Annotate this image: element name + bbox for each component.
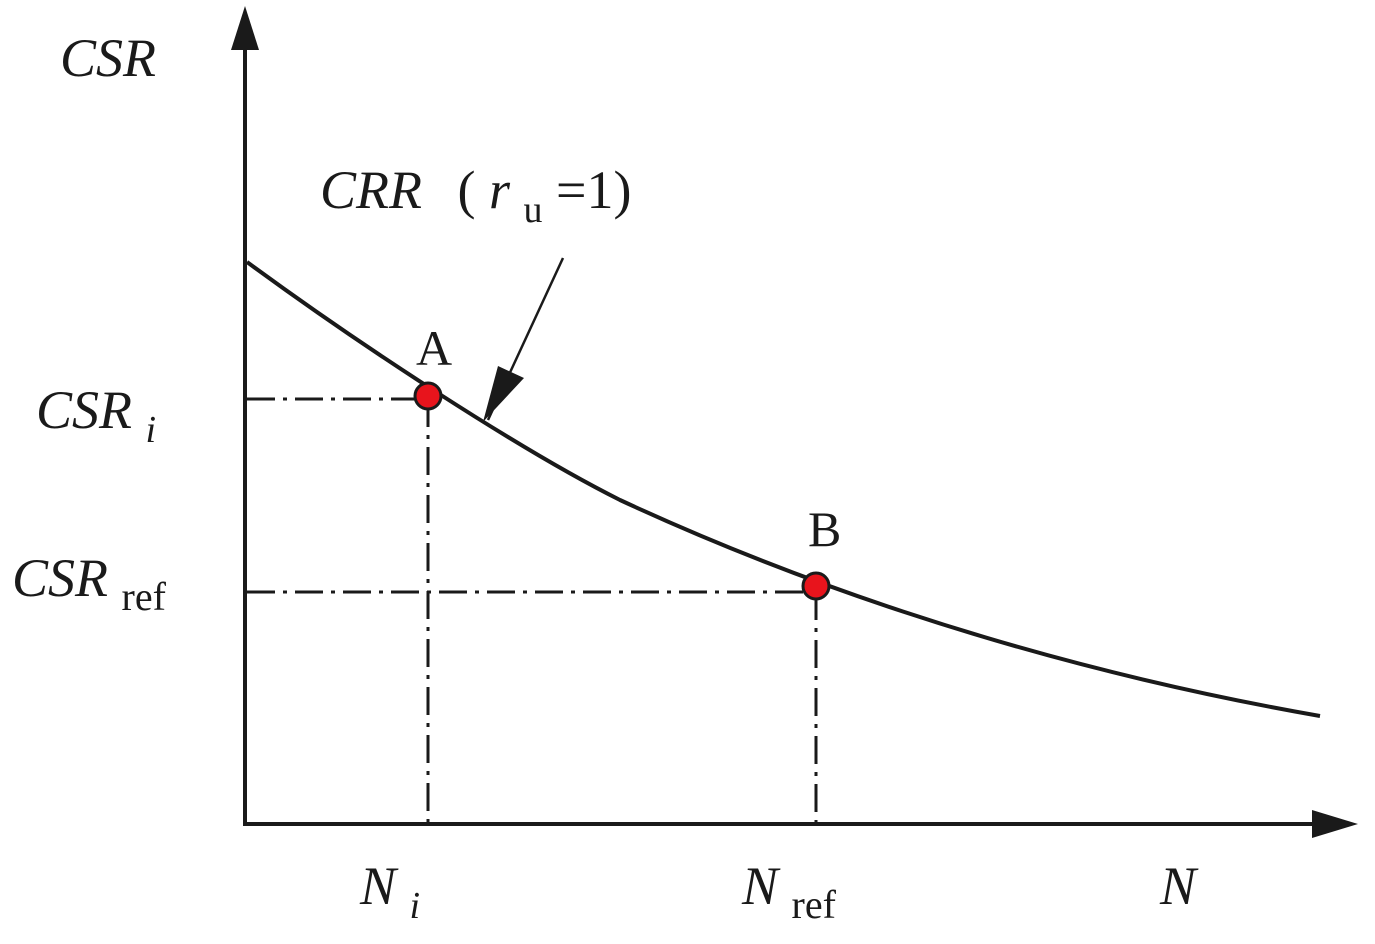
point-a-label: A xyxy=(416,320,452,376)
x-tick-n-i: N i xyxy=(359,856,420,927)
y-tick-csr-ref-main: CSR xyxy=(12,548,108,608)
y-axis-title: CSR xyxy=(60,28,156,88)
point-b-label: B xyxy=(808,501,841,557)
y-tick-csr-ref-sub: ref xyxy=(122,574,167,619)
curve-label-var: r xyxy=(489,160,511,220)
x-tick-n-ref: N ref xyxy=(741,856,837,927)
curve-label-eq: =1) xyxy=(556,160,631,220)
x-tick-n-i-main: N xyxy=(359,856,399,916)
y-tick-csr-i: CSR i xyxy=(36,380,156,451)
y-tick-csr-i-main: CSR xyxy=(36,380,132,440)
curve-label-main: CRR xyxy=(320,160,422,220)
x-tick-n-ref-sub: ref xyxy=(792,882,837,927)
x-axis-arrowhead xyxy=(1312,810,1358,838)
y-axis-arrowhead xyxy=(231,6,259,50)
curve-label-sub: u xyxy=(524,189,543,231)
x-axis-title: N xyxy=(1159,856,1199,916)
x-tick-n-ref-main: N xyxy=(741,856,781,916)
point-b-marker xyxy=(801,571,831,601)
curve-label: CRR ( r u =1) xyxy=(320,160,631,234)
y-tick-csr-ref: CSR ref xyxy=(12,548,167,619)
x-tick-n-i-sub: i xyxy=(410,885,421,927)
y-tick-csr-i-sub: i xyxy=(146,409,157,451)
point-a-marker xyxy=(413,381,443,411)
curve-label-paren: ( xyxy=(458,160,476,220)
curve-pointer-arrowhead xyxy=(483,366,524,422)
crr-curve xyxy=(245,260,1321,718)
